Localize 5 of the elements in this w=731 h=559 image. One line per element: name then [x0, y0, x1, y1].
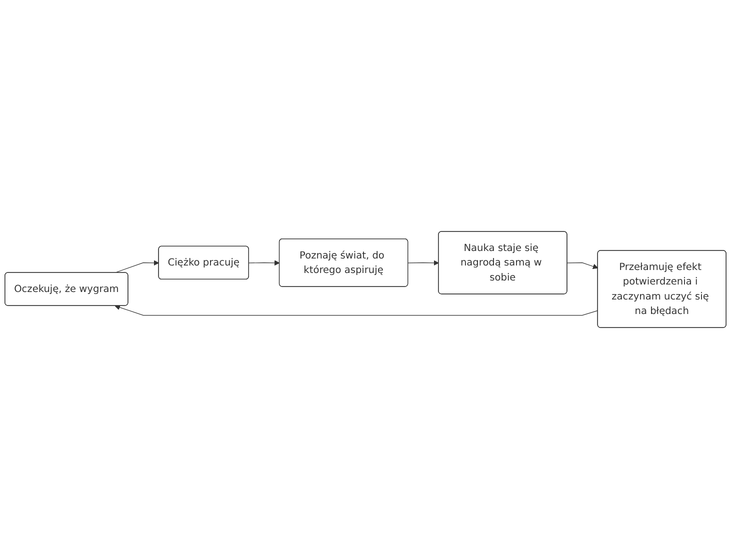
arrow	[114, 304, 598, 316]
arrow	[408, 260, 439, 266]
arrow	[566, 262, 598, 269]
arrow	[114, 260, 160, 274]
arrow	[248, 260, 280, 266]
